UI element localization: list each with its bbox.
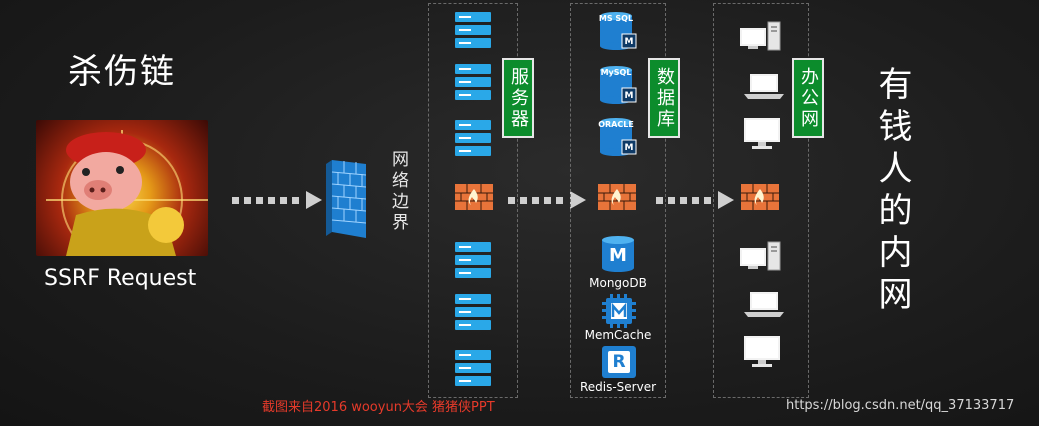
memcache-chip-icon bbox=[602, 294, 636, 332]
mysql-m-glyph: M bbox=[624, 91, 634, 101]
database-label: 数据库 bbox=[648, 58, 680, 138]
server-icon bbox=[455, 242, 491, 282]
arrow-ssrf-to-boundary bbox=[232, 191, 322, 209]
mysql-label: MySQL bbox=[600, 68, 632, 77]
server-icon bbox=[455, 294, 491, 334]
mongodb-label: MongoDB bbox=[589, 276, 647, 290]
oracle-database-icon bbox=[598, 116, 638, 160]
office-label: 办公网 bbox=[792, 58, 824, 138]
intranet-label: 有钱人的内网 bbox=[872, 66, 912, 318]
servers-label: 服务器 bbox=[502, 58, 534, 138]
network-boundary-label: 网络边界 bbox=[388, 150, 408, 234]
redis-glyph: R bbox=[612, 352, 626, 372]
server-icon bbox=[455, 12, 491, 52]
monitor-icon bbox=[744, 336, 780, 372]
oracle-label: ORACLE bbox=[598, 120, 634, 129]
firewall-icon bbox=[741, 184, 779, 214]
laptop-icon bbox=[744, 292, 784, 322]
server-icon bbox=[455, 120, 491, 160]
firewall-icon bbox=[598, 184, 636, 214]
pig-hero-photo bbox=[36, 120, 208, 256]
memcache-label: MemCache bbox=[584, 328, 652, 342]
mysql-database-icon bbox=[598, 64, 638, 108]
arrow-servers-to-database bbox=[508, 191, 586, 209]
watermark: https://blog.csdn.net/qq_37133717 bbox=[786, 398, 1015, 413]
redis-label: Redis-Server bbox=[579, 380, 657, 394]
mssql-label: MS SQL bbox=[598, 14, 634, 23]
desktop-tower-icon bbox=[740, 240, 782, 278]
mssql-database-icon bbox=[598, 10, 638, 54]
monitor-icon bbox=[744, 118, 780, 154]
mongodb-glyph: M bbox=[609, 245, 627, 266]
brick-wall-icon bbox=[326, 160, 367, 242]
mongodb-icon bbox=[602, 236, 634, 276]
laptop-icon bbox=[744, 74, 784, 104]
firewall-icon bbox=[455, 184, 493, 214]
ssrf-request-label: SSRF Request bbox=[44, 266, 197, 291]
server-icon bbox=[455, 350, 491, 390]
page-title: 杀伤链 bbox=[68, 52, 176, 92]
redis-icon bbox=[602, 346, 636, 382]
server-icon bbox=[455, 64, 491, 104]
office-zone bbox=[713, 3, 809, 398]
source-note: 截图来自2016 wooyun大会 猪猪侠PPT bbox=[262, 400, 495, 415]
server-zone bbox=[428, 3, 518, 398]
mssql-m-glyph: M bbox=[624, 37, 634, 47]
oracle-m-glyph: M bbox=[624, 143, 634, 153]
database-zone bbox=[570, 3, 666, 398]
arrow-database-to-office bbox=[656, 191, 734, 209]
desktop-tower-icon bbox=[740, 20, 782, 58]
